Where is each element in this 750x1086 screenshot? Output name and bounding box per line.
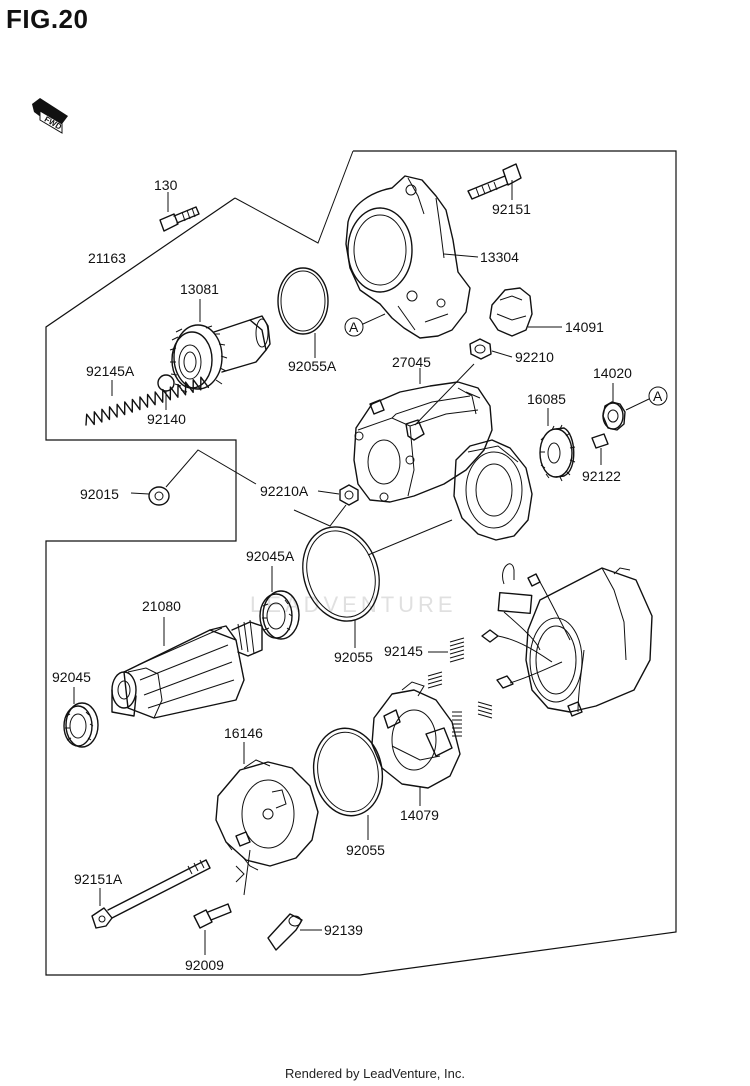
pinion-clutch-13081 [169,315,271,393]
label-14091: 14091 [565,319,604,335]
nut-92210 [469,338,492,360]
label-16146: 16146 [224,725,263,741]
leader-cover-bolt [243,849,251,896]
label-92145A: 92145A [86,363,135,379]
footer-credit: Rendered by LeadVenture, Inc. [285,1066,465,1081]
leader-92210A [317,490,340,495]
label-92045A: 92045A [246,548,295,564]
gear-16085 [539,424,576,482]
label-92055-upper: 92055 [334,649,373,665]
label-92055A: 92055A [288,358,337,374]
spring-92145A [85,376,210,426]
o-ring-92055-lower-inner [317,731,379,813]
reference-a-left [344,317,364,337]
end-cover-16146 [215,759,319,871]
boot-14091 [489,287,533,337]
drive-end-cover [453,439,533,541]
bearing-92045A [259,590,300,640]
label-130: 130 [154,177,178,193]
label-92210: 92210 [515,349,554,365]
o-ring-92055A [277,267,329,335]
o-ring-92055A-inner [280,270,326,332]
pin-92122 [591,433,609,449]
bolt-92151 [467,163,522,200]
label-16085: 16085 [527,391,566,407]
label-27045: 27045 [392,354,431,370]
fwd-direction-badge: FWD [32,98,68,134]
leader-92210-solenoid [414,363,475,426]
label-14079: 14079 [400,807,439,823]
reference-a-left-label: A [349,319,359,335]
label-92055-lower: 92055 [346,842,385,858]
o-ring-92055-upper [302,526,380,622]
leader-a-right [625,398,650,411]
bracket-line-13304 [234,150,354,244]
springs-92145 [427,637,493,737]
bracket-92210A [165,449,257,488]
label-92009: 92009 [185,957,224,973]
label-92210A: 92210A [260,483,309,499]
leader-a-left [362,313,386,325]
label-92140: 92140 [147,411,186,427]
assembly-frame [45,150,677,976]
label-92139: 92139 [324,922,363,938]
brush-holder-14079 [371,681,461,789]
reference-a-right-label: A [653,388,663,404]
leader-assembly-link [367,519,453,556]
ball-92140 [157,374,175,392]
bolt-130 [159,206,200,232]
screw-92009 [193,903,232,929]
nut-92210A [339,484,359,506]
figure-title: FIG.20 [6,4,89,34]
o-ring-92055-upper-inner [306,530,376,618]
label-92145: 92145 [384,643,423,659]
leader-92015 [130,492,150,495]
label-92151A: 92151A [74,871,123,887]
yoke-field-coil [481,563,653,717]
o-ring-92055-lower [312,727,384,817]
label-13304: 13304 [480,249,519,265]
label-92151: 92151 [492,201,531,217]
label-92015: 92015 [80,486,119,502]
solenoid-switch-27045 [353,381,493,503]
retainer-14020 [602,401,626,431]
reference-a-right [648,386,668,406]
label-21163: 21163 [88,250,126,266]
label-92122: 92122 [582,468,621,484]
bracket-92210A-lower [293,504,347,527]
washer-92015 [148,486,170,506]
through-bolt-92151A [91,859,211,929]
label-13081: 13081 [180,281,219,297]
label-92045: 92045 [52,669,91,685]
leader-16146-hook [235,865,245,883]
leader-13304 [443,253,479,258]
bolt-92139 [267,913,303,951]
gear-housing-13304 [345,175,471,339]
armature-21080 [111,619,263,719]
leader-92210 [491,350,513,358]
label-14020: 14020 [593,365,632,381]
label-21080: 21080 [142,598,181,614]
bearing-92045 [63,702,99,748]
